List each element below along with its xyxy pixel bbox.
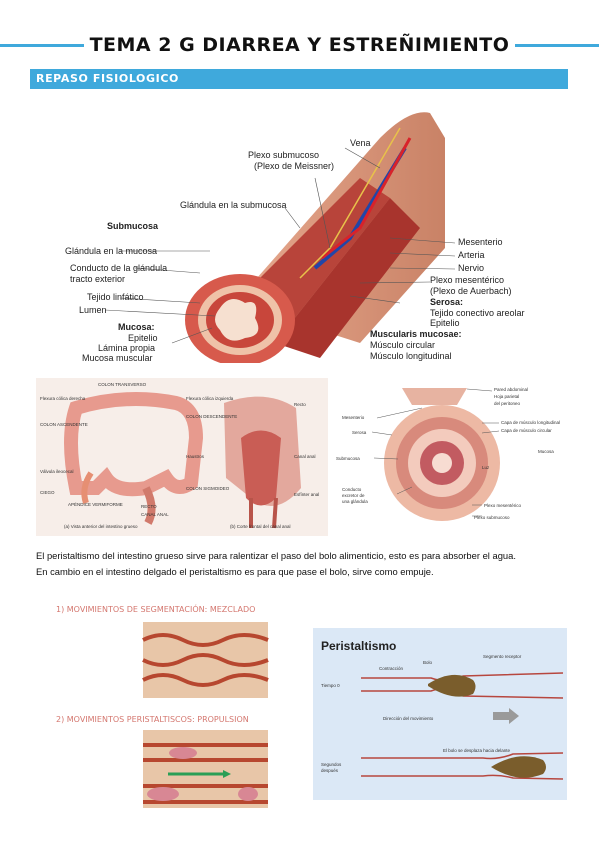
label-submucosa: Submucosa [107,221,159,231]
label-arteria: Arteria [458,250,485,260]
label-segundos: Segundos [321,762,342,767]
label-vena: Vena [350,138,371,148]
svg-text:RECTO: RECTO [141,504,157,509]
cs-capa-circ: Capa de músculo circular [501,428,552,433]
cs-luz: Luz [482,465,490,470]
label-mesenterio: Mesenterio [458,237,503,247]
label-despues: después [321,768,339,773]
label-musculo-circular: Músculo circular [370,340,435,350]
svg-text:APÉNDICE VERMIFORME: APÉNDICE VERMIFORME [68,501,123,507]
cs-peritoneo: del peritoneo [494,401,521,406]
svg-text:CANAL ANAL: CANAL ANAL [141,512,169,517]
label-desplaza: El bolo se desplaza hacia delante [443,748,511,753]
label-plexo-auerbach: (Plexo de Auerbach) [430,286,512,296]
label-glandula-mucosa: Glándula en la mucosa [65,246,157,256]
svg-text:COLON TRANSVERSO: COLON TRANSVERSO [98,382,147,387]
label-segmento: Segmento receptor [483,654,522,659]
svg-text:Válvula ileocecal: Válvula ileocecal [40,469,74,474]
movement-peristaltic-title: 2) MOVIMIENTOS PERISTALTISCOS: PROPULSIO… [56,715,249,724]
label-direccion: Dirección del movimiento [383,716,434,721]
svg-text:Haustros: Haustros [186,454,205,459]
label-conducto: Conducto de la glándula [70,263,167,273]
svg-text:COLON ASCENDENTE: COLON ASCENDENTE [40,422,88,427]
label-nervio: Nervio [458,263,484,273]
label-muscularis: Muscularis mucosae: [370,329,462,339]
cs-serosa: Serosa [352,430,367,435]
svg-text:(a) Vista anterior del intesti: (a) Vista anterior del intestino grueso [64,524,138,529]
svg-text:Flexura cólica derecha: Flexura cólica derecha [40,396,86,401]
label-lumen: Lumen [79,305,107,315]
label-glandula-submucosa: Glándula en la submucosa [180,200,287,210]
section-header: REPASO FISIOLOGICO [30,69,568,89]
page-title: TEMA 2 G DIARREA Y ESTREÑIMIENTO [0,34,599,56]
cs-conducto-2: excretor de [342,493,365,498]
colon-illustration: COLON TRANSVERSO Flexura cólica derecha … [36,378,328,536]
svg-text:Flexura cólica izquierda: Flexura cólica izquierda [186,396,234,401]
cs-conducto-1: Conducto [342,487,362,492]
cs-hoja: Hoja parietal [494,394,519,399]
cs-mesenterio: Mesenterio [342,415,365,420]
svg-text:(b) Corte frontal del canal an: (b) Corte frontal del canal anal [230,524,291,529]
label-bolo: Bolo [423,660,433,665]
movements-diagram: 1) MOVIMIENTOS DE SEGMENTACIÓN: MEZCLADO… [56,603,269,808]
cs-plexo-mes: Plexo mesentérico [484,503,522,508]
label-musculo-longitudinal: Músculo longitudinal [370,351,452,361]
label-tiempo: Tiempo 0 [321,683,340,688]
label-serosa: Serosa: [430,297,463,307]
cs-plexo-sub: Plexo submucoso [474,515,510,520]
svg-text:Esfínter anal: Esfínter anal [294,492,319,497]
label-contraccion: Contracción [379,666,404,671]
paragraph-line-1: El peristaltismo del intestino grueso si… [36,550,516,561]
label-tracto-exterior: tracto exterior [70,274,125,284]
label-lamina-propia: Lámina propia [98,343,155,353]
label-tejido-linfatico: Tejido linfático [87,292,144,302]
paragraph-line-2: En cambio en el intestino delgado el per… [36,566,434,577]
cs-mucosa: Mucosa [538,449,554,454]
cs-capa-long: Capa de músculo longitudinal [501,420,560,425]
peristalsis-diagram: Peristaltismo Contracción Bolo Segmento … [313,628,567,800]
svg-text:Canal anal: Canal anal [294,454,316,459]
label-tejido-areolar: Tejido conectivo areolar [430,308,525,318]
label-mucosa-muscular: Mucosa muscular [82,353,153,363]
label-plexo-mesenterico: Plexo mesentérico [430,275,504,285]
svg-text:Recto: Recto [294,402,306,407]
label-epitelio-serosa: Epitelio [430,318,460,328]
label-mucosa: Mucosa: [118,322,155,332]
movement-segmentation-title: 1) MOVIMIENTOS DE SEGMENTACIÓN: MEZCLADO [56,603,255,614]
label-epitelio: Epitelio [128,333,158,343]
cs-conducto-3: una glándula [342,499,368,504]
svg-text:COLON SIGMOIDEO: COLON SIGMOIDEO [186,486,230,491]
intestine-wall-diagram: Vena Plexo submucoso (Plexo de Meissner)… [65,112,525,363]
cs-submucosa: Submucosa [336,456,360,461]
peristalsis-title: Peristaltismo [321,639,396,653]
body-paragraph: El peristaltismo del intestino grueso si… [36,548,576,580]
cs-pared: Pared abdominal [494,387,528,392]
section-title: REPASO FISIOLOGICO [36,72,179,85]
label-plexo-meissner: (Plexo de Meissner) [254,161,334,171]
label-plexo-submucoso: Plexo submucoso [248,150,319,160]
intestine-cross-section: Pared abdominal Hoja parietal del perito… [336,387,560,521]
svg-text:CIEGO: CIEGO [40,490,55,495]
svg-text:COLON DESCENDENTE: COLON DESCENDENTE [186,414,237,419]
